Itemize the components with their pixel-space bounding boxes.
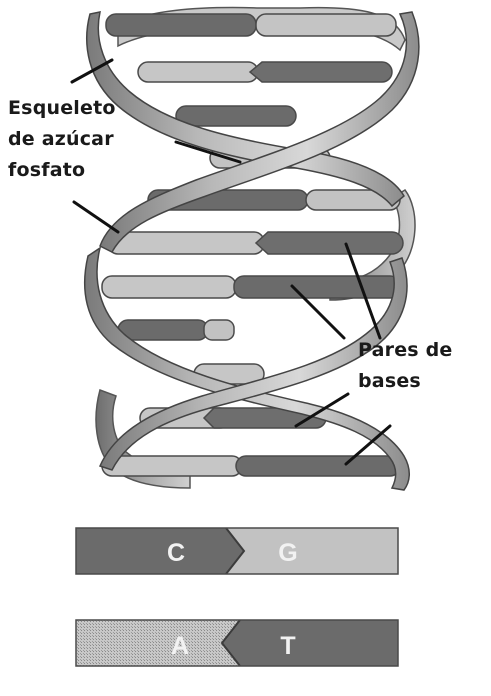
backbone-pointer bbox=[70, 58, 114, 84]
key-base-c: C bbox=[167, 539, 185, 567]
backbone-label-line: Esqueleto bbox=[8, 97, 116, 119]
base-pair-bar bbox=[101, 455, 243, 477]
base-pair-bar bbox=[203, 319, 235, 341]
key-base-a: A bbox=[171, 632, 189, 660]
pointer-lines bbox=[70, 58, 392, 466]
base-pair-bar bbox=[117, 319, 209, 341]
base-pair-bar bbox=[254, 231, 404, 255]
backbone-label-line: de azúcar bbox=[8, 128, 114, 150]
base-pair-pointer bbox=[344, 424, 392, 466]
base-pair-bar bbox=[107, 231, 265, 255]
base-pairs-label-line: bases bbox=[358, 370, 421, 392]
base-pair-bar bbox=[255, 13, 397, 37]
key-bar-at: A T bbox=[75, 619, 399, 667]
base-pairs-label-line: Pares de bbox=[358, 339, 453, 361]
key-base-g: G bbox=[278, 539, 297, 567]
base-pair-bar bbox=[137, 61, 259, 83]
base-pair-pointer bbox=[294, 392, 350, 428]
base-pair-pointer bbox=[290, 284, 346, 340]
base-pair-bar bbox=[101, 275, 237, 299]
base-pair-bar bbox=[235, 455, 401, 477]
key-base-t: T bbox=[280, 632, 295, 660]
base-pair-bar bbox=[233, 275, 401, 299]
backbone-pointer bbox=[72, 200, 120, 234]
base-pair-bars bbox=[101, 13, 404, 477]
base-pair-bar bbox=[248, 61, 393, 83]
base-pair-pointer bbox=[344, 242, 382, 340]
base-pair-bar bbox=[105, 13, 257, 37]
backbone-strand-front bbox=[83, 11, 420, 491]
backbone-label-line: fosfato bbox=[8, 159, 86, 181]
key-bar-cg: C G bbox=[75, 527, 399, 575]
backbone-pointer bbox=[174, 140, 242, 164]
base-pair-bar bbox=[175, 105, 297, 127]
